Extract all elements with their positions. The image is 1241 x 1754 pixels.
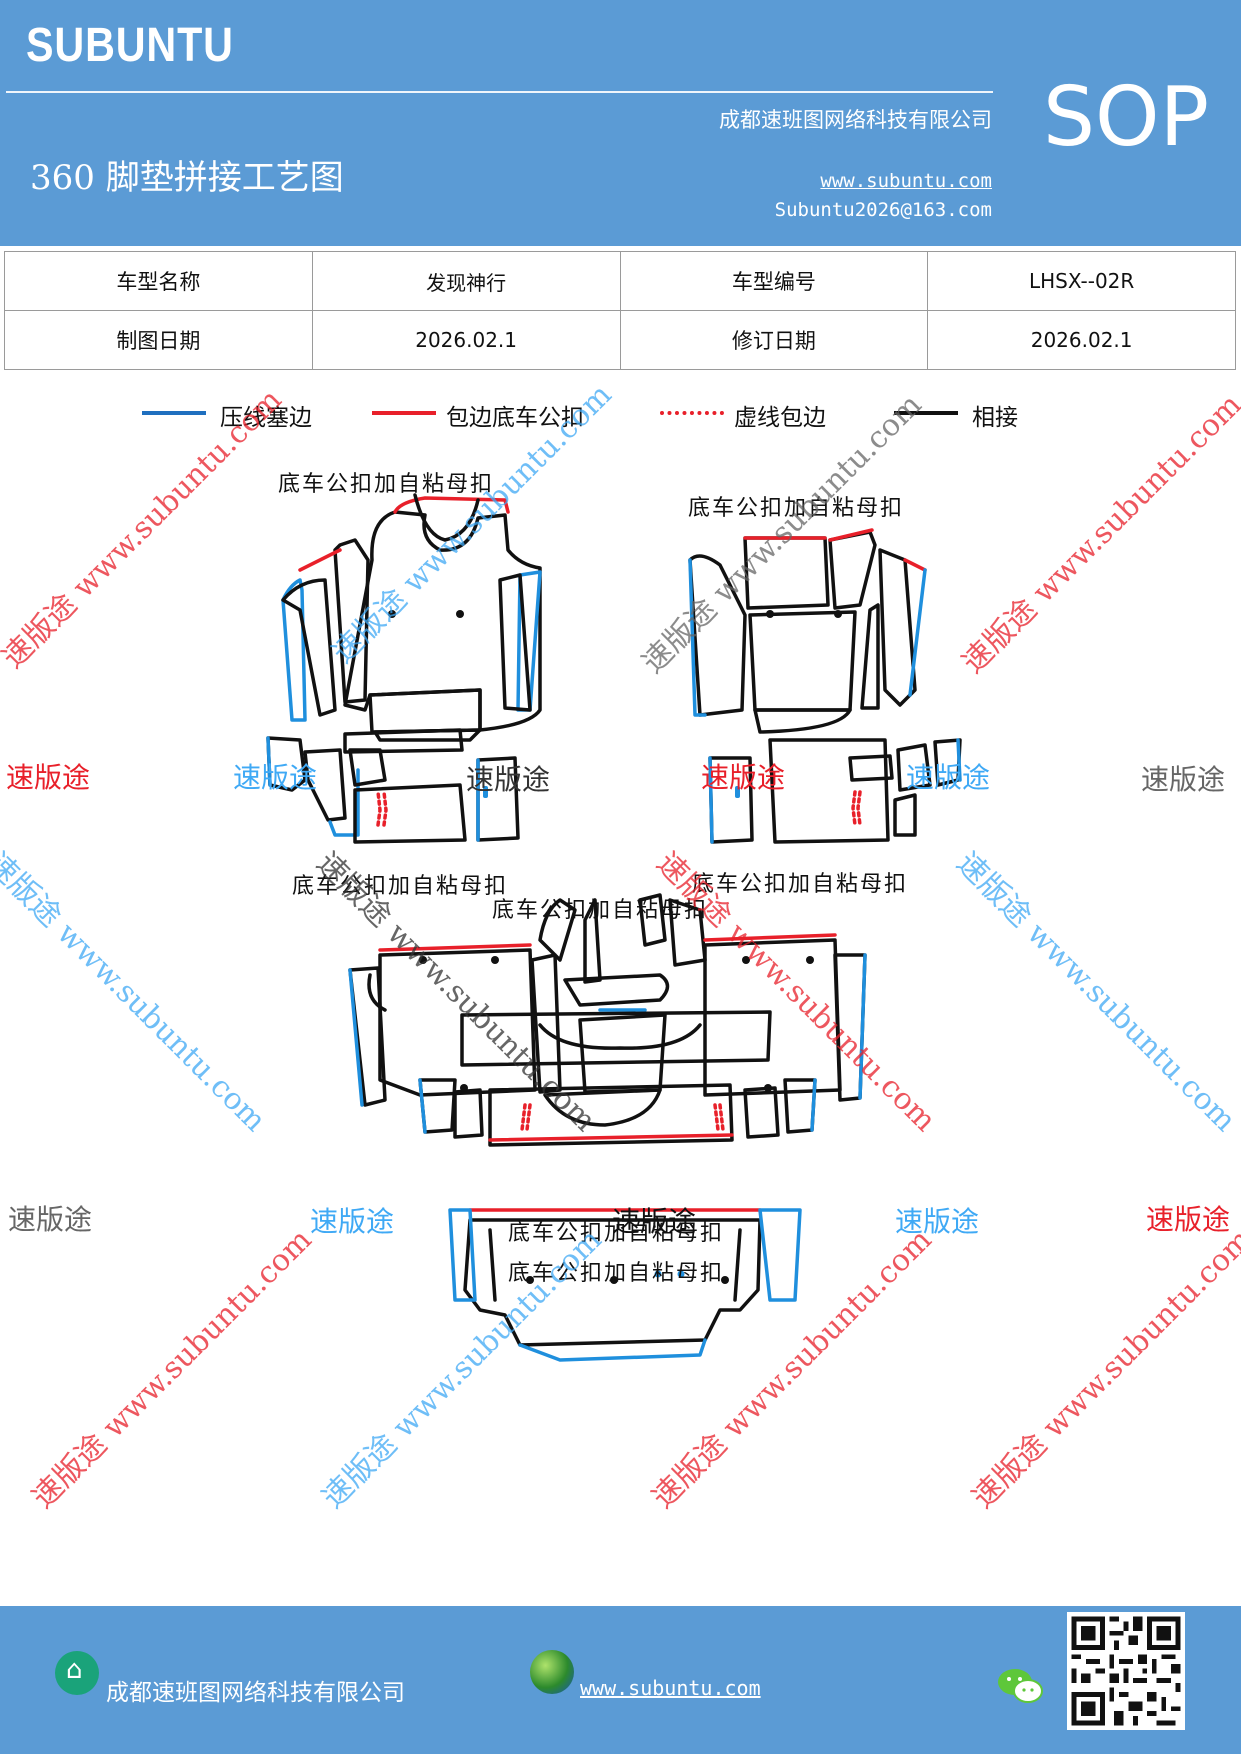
header-banner: SUBUNTU 成都速班图网络科技有限公司 360 脚垫拼接工艺图 www.su… bbox=[0, 0, 1241, 246]
watermark-text: 速版途 bbox=[1141, 763, 1226, 796]
legend-label: 虚线包边 bbox=[734, 405, 826, 431]
fastener-note: 底车公扣加自粘母扣 bbox=[508, 1261, 725, 1286]
watermark-text: 速版途 bbox=[233, 761, 318, 794]
brand-logo: SUBUNTU bbox=[26, 19, 234, 72]
company-name: 成都速班图网络科技有限公司 bbox=[719, 108, 992, 132]
watermark-text: 速版途 bbox=[310, 1205, 395, 1238]
website-link[interactable]: www.subuntu.com bbox=[820, 170, 992, 192]
legend-label: 包边底车公扣 bbox=[446, 405, 584, 431]
table-cell: 2026.02.1 bbox=[927, 310, 1236, 370]
sop-badge: SOP bbox=[1043, 70, 1210, 165]
mat-outline-drawing bbox=[266, 493, 962, 1362]
house-icon bbox=[55, 1651, 99, 1695]
legend-swatch-black bbox=[894, 411, 958, 415]
table-row: 制图日期 2026.02.1 修订日期 2026.02.1 bbox=[4, 310, 1236, 370]
email-address: Subuntu2026@163.com bbox=[774, 199, 992, 221]
watermark-text: 速版途 bbox=[895, 1205, 980, 1238]
table-cell: 修订日期 bbox=[619, 310, 929, 370]
table-cell: 车型名称 bbox=[4, 251, 313, 311]
table-cell: 车型编号 bbox=[619, 251, 929, 311]
second-row-right-mat bbox=[708, 738, 962, 844]
trunk-mat bbox=[448, 1208, 802, 1362]
footer-company: 成都速班图网络科技有限公司 bbox=[106, 1680, 405, 1706]
wechat-icon[interactable] bbox=[995, 1666, 1045, 1706]
table-cell: LHSX--02R bbox=[927, 251, 1236, 311]
legend-swatch-red bbox=[372, 411, 436, 415]
second-row-left-mat bbox=[266, 728, 520, 844]
table-cell: 2026.02.1 bbox=[311, 310, 621, 370]
legend-label: 相接 bbox=[972, 405, 1018, 431]
table-cell: 制图日期 bbox=[4, 310, 313, 370]
watermark-text: 速版途 bbox=[466, 763, 551, 796]
footer-bar: 成都速班图网络科技有限公司 www.subuntu.com bbox=[0, 1606, 1241, 1754]
rear-bar-mat bbox=[418, 1010, 817, 1147]
front-left-mat bbox=[281, 493, 542, 742]
watermark-text: 速版途 bbox=[1146, 1203, 1231, 1236]
fastener-note: 底车公扣加自粘母扣 bbox=[492, 898, 709, 923]
watermark-text: 速版途 bbox=[612, 1205, 697, 1238]
vehicle-info-table: 车型名称 发现神行 车型编号 LHSX--02R 制图日期 2026.02.1 … bbox=[4, 251, 1236, 370]
qr-code[interactable] bbox=[1067, 1612, 1185, 1730]
watermark-text: 速版途 bbox=[8, 1203, 93, 1236]
table-cell: 发现神行 bbox=[311, 251, 621, 311]
globe-icon bbox=[530, 1650, 574, 1694]
floor-mat-diagram: 底车公扣加自粘母扣 底车公扣加自粘母扣 底车公扣加自粘母扣 底车公扣加自粘母扣 … bbox=[0, 377, 1241, 1600]
fastener-note: 底车公扣加自粘母扣 bbox=[692, 872, 909, 897]
fastener-dots bbox=[388, 610, 842, 1284]
document-title: 360 脚垫拼接工艺图 bbox=[30, 158, 344, 198]
fastener-note: 底车公扣加自粘母扣 bbox=[688, 496, 905, 521]
legend-swatch-red-dotted bbox=[660, 411, 724, 415]
table-row: 车型名称 发现神行 车型编号 LHSX--02R bbox=[4, 251, 1236, 311]
watermark-text: 速版途 bbox=[6, 761, 91, 794]
legend: 压线塞边 包边底车公扣 虚线包边 相接 bbox=[0, 398, 1241, 442]
third-row-mat bbox=[348, 893, 867, 1127]
footer-website-link[interactable]: www.subuntu.com bbox=[580, 1676, 761, 1700]
front-right-mat bbox=[688, 528, 927, 734]
fastener-note: 底车公扣加自粘母扣 bbox=[292, 874, 509, 899]
legend-swatch-blue bbox=[142, 411, 206, 415]
fastener-note: 底车公扣加自粘母扣 bbox=[508, 1221, 725, 1246]
header-divider bbox=[6, 91, 993, 93]
fastener-note: 底车公扣加自粘母扣 bbox=[278, 472, 495, 497]
legend-label: 压线塞边 bbox=[220, 405, 312, 431]
blue-dots bbox=[483, 786, 740, 1278]
watermark-text: 速版途 bbox=[906, 761, 991, 794]
watermark-text: 速版途 bbox=[701, 761, 786, 794]
